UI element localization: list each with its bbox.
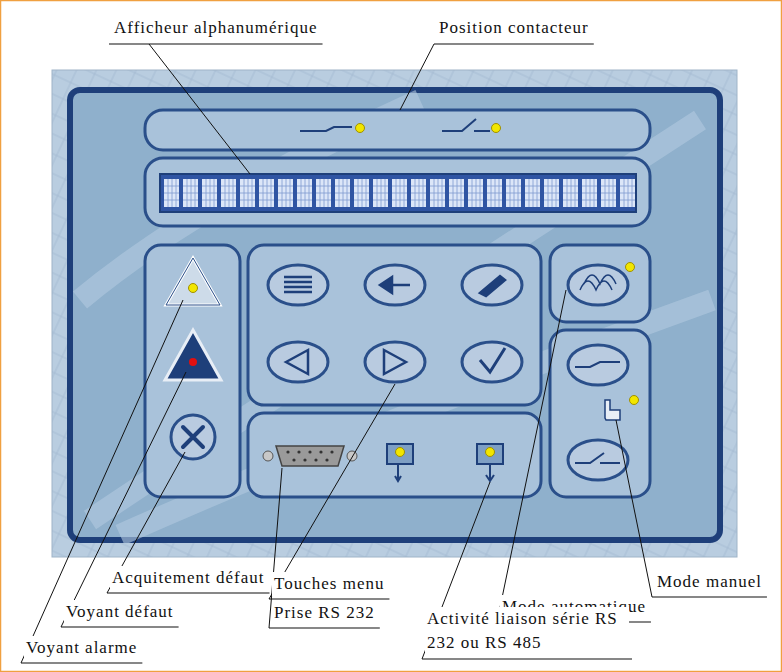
alarm-led <box>166 258 220 305</box>
leader-line <box>21 300 183 663</box>
label-underline <box>434 43 594 44</box>
leader-line <box>400 44 434 110</box>
label-underline <box>61 626 179 627</box>
callout-label: Activité liaison série RS 232 ou RS 485 <box>425 607 629 655</box>
lcd-display <box>160 174 636 212</box>
rs232-port <box>263 446 357 466</box>
panel-plate <box>52 70 737 557</box>
callout-label: Touches menu <box>272 572 386 596</box>
group-boxes <box>145 110 650 497</box>
label-underline <box>21 662 142 663</box>
menu-keys <box>268 265 522 382</box>
link-activity-leds <box>387 444 503 481</box>
callout-label: Afficheur alphanumérique <box>112 16 320 40</box>
callout-label: Prise RS 232 <box>272 601 377 625</box>
contactor-symbols <box>300 119 490 131</box>
label-underline <box>269 627 380 628</box>
leader-line <box>149 44 250 174</box>
panel-face <box>70 90 720 540</box>
label-underline <box>109 43 323 44</box>
leader-line <box>497 290 566 622</box>
manual-buttons <box>568 345 639 480</box>
label-underline <box>269 598 389 599</box>
callout-label: Voyant défaut <box>64 600 176 624</box>
label-underline <box>652 596 767 597</box>
callout-label: Position contacteur <box>437 16 591 40</box>
leader-line <box>616 420 652 597</box>
leader-line <box>269 384 395 599</box>
led-closed <box>356 124 365 133</box>
label-underline <box>107 592 270 593</box>
callout-label: Voyant alarme <box>24 636 139 660</box>
auto-button <box>568 263 635 306</box>
ack-button <box>171 415 215 459</box>
fault-led <box>165 330 221 380</box>
key-icons <box>284 276 505 374</box>
label-underline <box>422 658 632 659</box>
callout-label: Mode manuel <box>655 570 764 594</box>
led-open <box>492 124 501 133</box>
callout-label: Acquitement défaut <box>110 566 267 590</box>
